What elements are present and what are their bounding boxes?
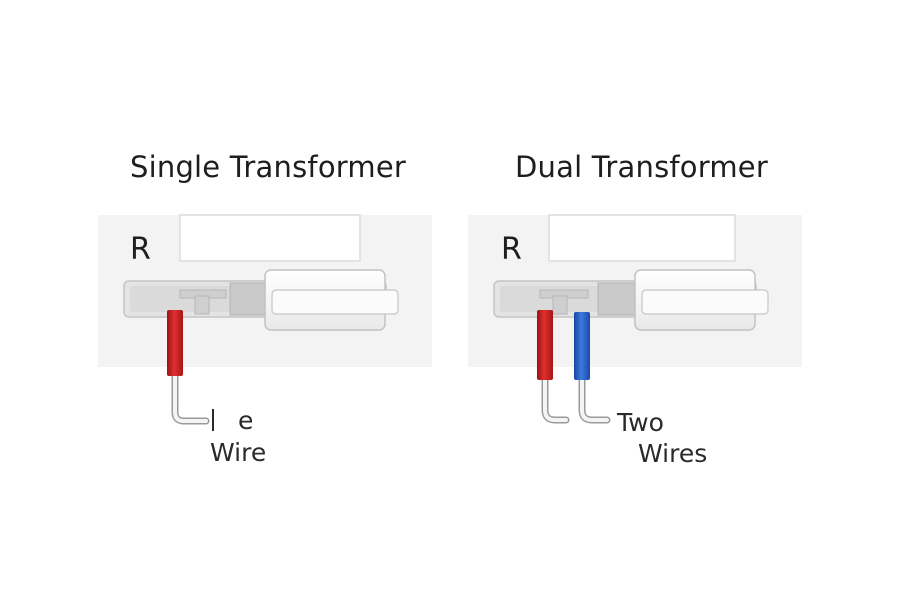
obscured-text-glyph [212, 409, 236, 431]
left-terminal-r-label: R [130, 232, 151, 267]
left-wire-label-partial: e [238, 406, 254, 435]
right-red-wire [537, 310, 570, 424]
right-wire-label-line1: Two [617, 408, 664, 437]
right-wire-label-line2: Wires [638, 439, 708, 468]
right-blue-wire [574, 312, 611, 424]
left-wire-label-line1: e [212, 405, 253, 437]
left-wire-label-line2: Wire [210, 438, 267, 467]
left-red-wire [167, 310, 210, 425]
left-terminal-panel [98, 214, 432, 367]
dual-transformer-title: Dual Transformer [515, 150, 768, 184]
single-transformer-title: Single Transformer [130, 150, 406, 184]
right-terminal-r-label: R [501, 232, 522, 267]
right-terminal-panel [468, 214, 802, 367]
